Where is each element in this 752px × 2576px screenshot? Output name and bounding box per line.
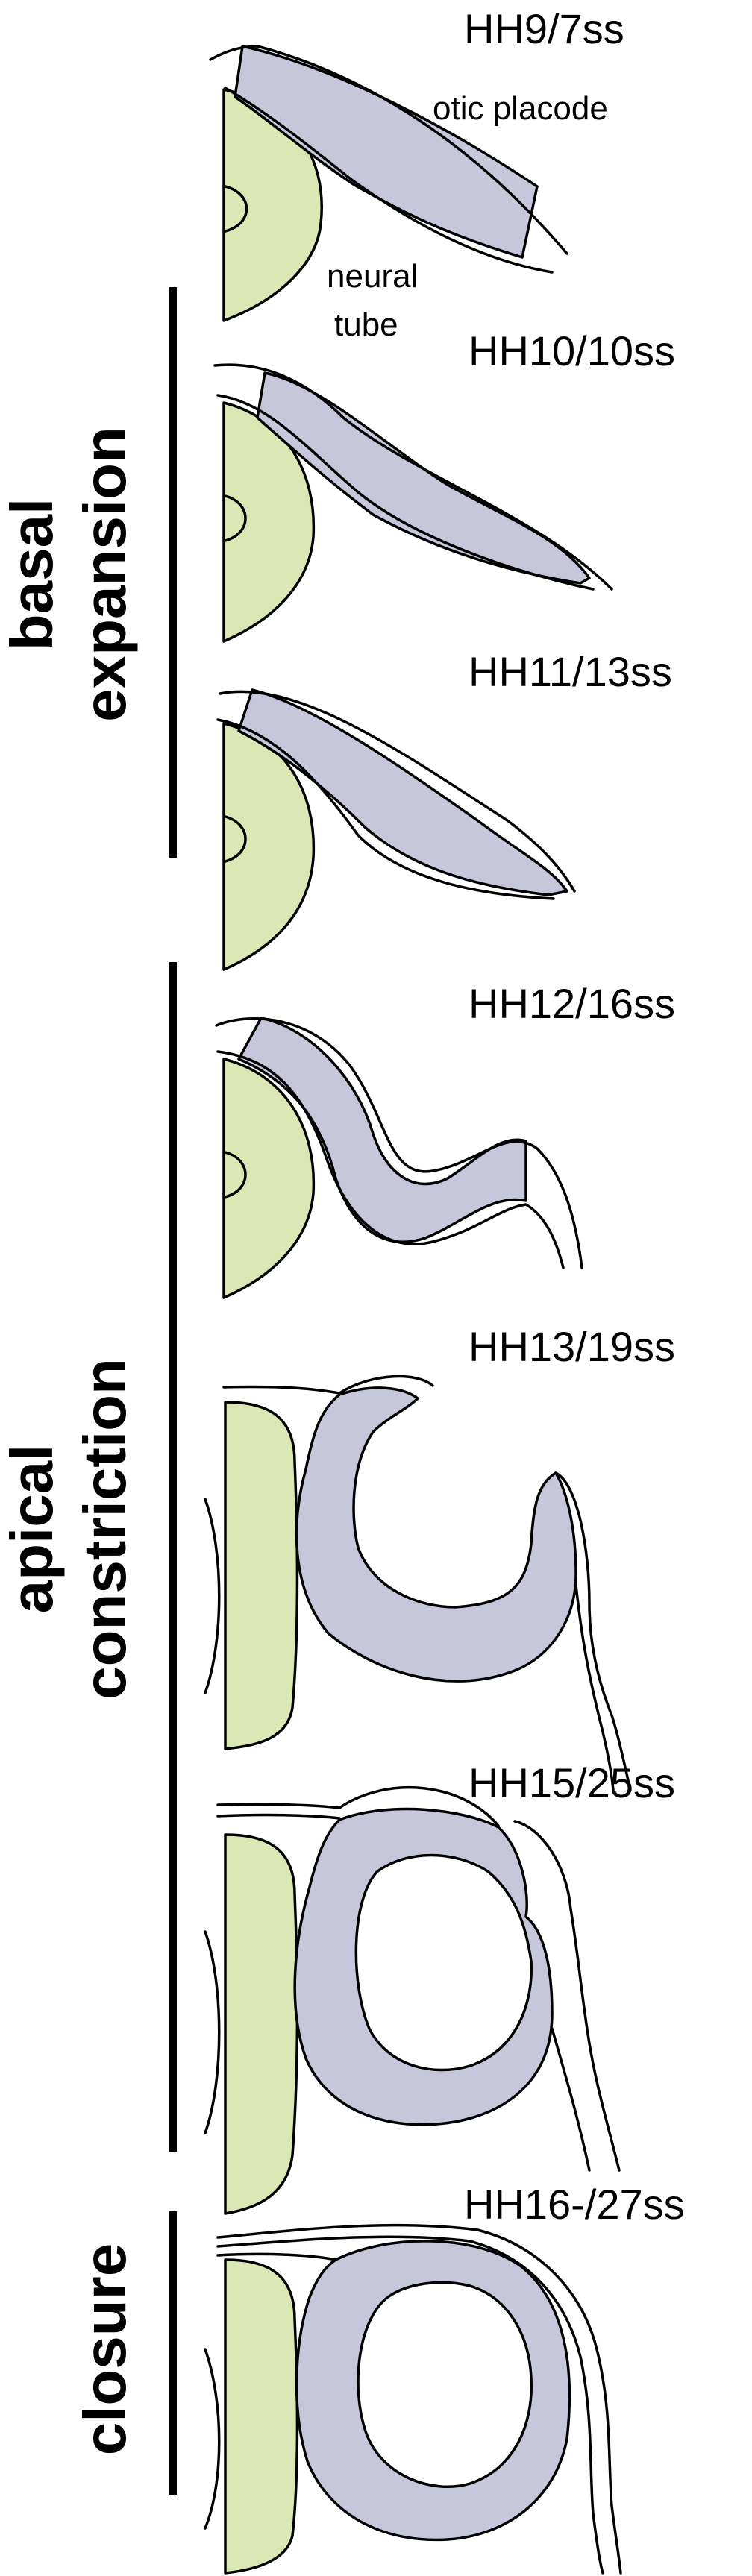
- otic-placode-shape: [293, 1807, 554, 2126]
- ectoderm-outline-top: [216, 1786, 500, 1827]
- ectoderm-outline-right: [513, 1820, 621, 2172]
- neural-tube-lumen: [204, 1930, 221, 2134]
- phase-label-apical: apical: [0, 1445, 65, 1614]
- phase-label-basal: basal: [0, 498, 65, 651]
- ectoderm-outline-top: [222, 1375, 434, 1395]
- ectoderm-outline: [219, 690, 576, 893]
- stage-label: HH11/13ss: [469, 648, 672, 695]
- neural-tube-shape: [224, 1833, 299, 2215]
- stage-hh11: HH11/13ss: [216, 648, 672, 971]
- placode-basal-outline: [216, 1050, 565, 1269]
- stage-label: HH9/7ss: [464, 5, 624, 52]
- ectoderm-outline-1: [216, 2223, 622, 2575]
- phase-basal-expansion: basal expansion: [0, 287, 177, 858]
- ectoderm-outline-right: [554, 1471, 632, 1791]
- stage-label: HH10/10ss: [469, 327, 675, 374]
- ectoderm-outline: [213, 363, 613, 591]
- stage-hh9: HH9/7ss otic placode neural tube: [209, 5, 624, 343]
- neural-tube-label-line2: tube: [334, 307, 398, 343]
- otic-placode-shape: [295, 2240, 571, 2542]
- ectoderm-outline-inner: [574, 1583, 615, 1791]
- stage-label: HH13/19ss: [469, 1323, 675, 1370]
- ectoderm-outline: [215, 1017, 583, 1269]
- ectoderm-outline-top-2: [216, 1813, 341, 1820]
- neural-tube-lumen: [224, 494, 247, 542]
- ectoderm-outline-inner: [551, 2027, 591, 2172]
- neural-tube-lumen: [204, 2348, 221, 2530]
- phase-closure: closure: [72, 2211, 177, 2495]
- phase-label-constriction: constriction: [72, 1358, 138, 1700]
- neural-tube-lumen: [224, 185, 248, 233]
- neural-tube-lumen: [224, 1151, 247, 1199]
- otic-placode-shape: [237, 1017, 527, 1243]
- neural-tube-label-line1: neural: [327, 258, 418, 295]
- otic-placode-shape: [237, 688, 568, 896]
- neural-tube-lumen: [204, 1498, 221, 1694]
- otic-placode-label: otic placode: [433, 90, 608, 127]
- stage-hh15: HH15/25ss: [204, 1759, 675, 2215]
- stage-hh13: HH13/19ss: [204, 1323, 675, 1791]
- neural-tube-shape: [224, 2258, 299, 2575]
- otic-placode-shape: [295, 1386, 577, 1683]
- placode-basal-outline: [216, 394, 595, 591]
- stage-label: HH16-/27ss: [464, 2181, 685, 2228]
- stage-hh16: HH16-/27ss: [204, 2181, 685, 2575]
- stage-hh12: HH12/16ss: [215, 980, 675, 1299]
- stage-label: HH12/16ss: [469, 980, 675, 1027]
- neural-tube-lumen: [224, 815, 247, 863]
- ectoderm-outline: [209, 45, 568, 255]
- phase-label-closure: closure: [72, 2243, 138, 2456]
- phase-label-expansion: expansion: [72, 427, 138, 722]
- ectoderm-outline-3: [216, 2252, 337, 2261]
- placode-basal-outline: [224, 87, 554, 274]
- neural-tube-shape: [222, 1058, 316, 1299]
- stage-hh10: HH10/10ss: [213, 327, 675, 643]
- stage-label: HH15/25ss: [469, 1759, 675, 1806]
- placode-basal-outline: [216, 718, 555, 900]
- phase-apical-constriction: apical constriction: [0, 962, 177, 2152]
- neural-tube-shape: [224, 1401, 299, 1750]
- otic-placode-shape: [256, 371, 591, 585]
- ectoderm-outline-2: [216, 2235, 604, 2575]
